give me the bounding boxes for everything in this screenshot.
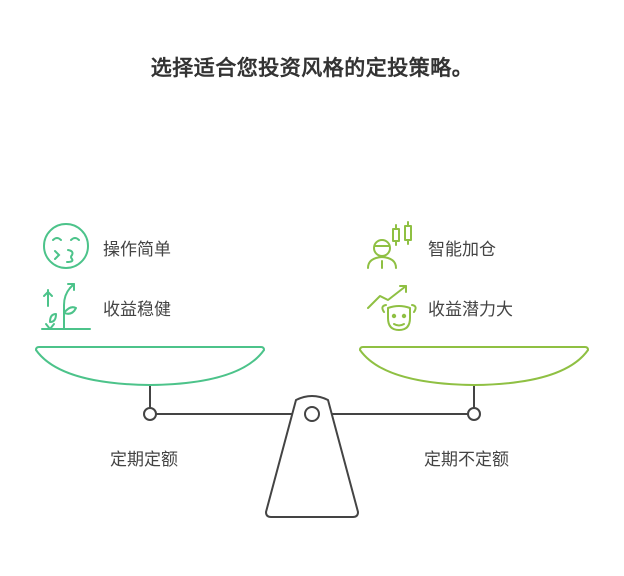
page-title: 选择适合您投资风格的定投策略。 — [150, 56, 474, 80]
trader-candlestick-icon — [367, 221, 412, 269]
left-pivot — [143, 407, 157, 421]
smiley-face-icon — [43, 223, 89, 269]
right-feature-label-2: 收益潜力大 — [428, 300, 513, 320]
growing-plant-icon — [41, 283, 91, 330]
center-pivot — [304, 406, 320, 422]
left-pan — [34, 346, 266, 387]
scale-stand — [265, 395, 359, 518]
left-feature-label-2: 收益稳健 — [103, 300, 171, 320]
right-strategy-name: 定期不定额 — [424, 450, 509, 470]
bull-growth-icon — [367, 285, 417, 331]
right-feature-label-1: 智能加仓 — [428, 240, 496, 260]
left-feature-label-1: 操作简单 — [103, 240, 171, 260]
right-pivot — [467, 407, 481, 421]
right-pan — [358, 346, 590, 387]
left-strategy-name: 定期定额 — [110, 450, 178, 470]
